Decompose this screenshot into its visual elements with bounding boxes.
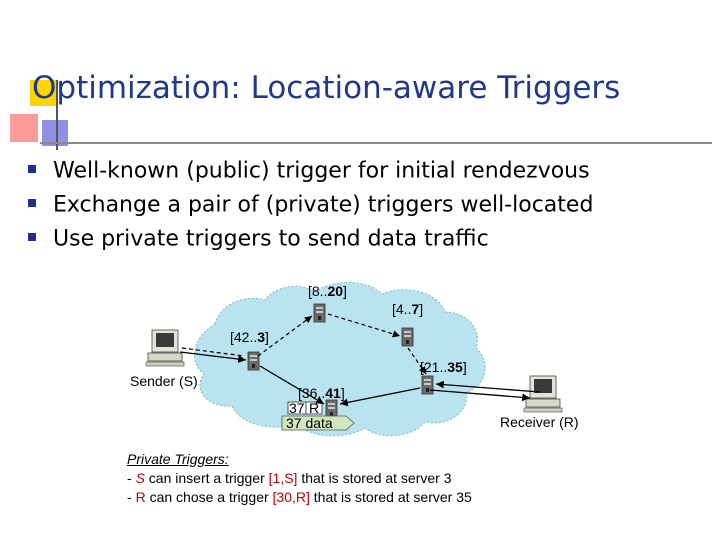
data-path-arrow: [429, 389, 531, 402]
trigger-box-right: [305, 401, 323, 415]
bullet-text: Exchange a pair of (private) triggers we…: [53, 192, 594, 218]
server-range-label: [42..3]: [230, 329, 269, 345]
receiver-label: Receiver (R): [500, 414, 579, 430]
actor-label: R: [135, 489, 146, 505]
slide-title: Optimization: Location-aware Triggers: [32, 70, 621, 106]
bullet-square-icon: [28, 233, 36, 241]
server-icon: [313, 303, 326, 323]
notes-heading: Private Triggers:: [127, 451, 229, 467]
title-decoration: [10, 80, 90, 160]
data-path-arrow: [339, 387, 421, 407]
bullet-item: Well-known (public) trigger for initial …: [28, 158, 590, 188]
bullet-square-icon: [28, 165, 36, 173]
packet-label: 37 data: [286, 415, 333, 431]
data-path-arrow: [259, 365, 325, 405]
sender-computer-icon: [145, 329, 185, 367]
actor-label: S: [135, 470, 145, 486]
server-range-label: [4..7]: [392, 301, 423, 317]
dashed-path: [181, 347, 245, 357]
server-range-label: [21..35]: [420, 359, 467, 375]
server-icon: [401, 327, 414, 347]
trigger-box-left-label: 37: [289, 400, 305, 416]
sender-label: Sender (S): [130, 373, 198, 389]
notes-line: - R can chose a trigger [30,R] that is s…: [127, 489, 472, 505]
dashed-path: [327, 313, 401, 338]
receiver-computer-icon: [523, 375, 563, 413]
data-packet-shape: [281, 415, 355, 431]
data-path-arrow: [435, 380, 541, 393]
bullet-item: Use private triggers to send data traffi…: [28, 226, 489, 256]
server-icon: [421, 375, 434, 395]
trigger-label: [1,S]: [268, 470, 298, 486]
network-diagram: Sender (S) Receiver (R) [8..20] [4..7] […: [130, 281, 579, 437]
notes-line: - S can insert a trigger [1,S] that is s…: [127, 470, 452, 486]
cloud-shape: [193, 281, 486, 437]
trigger-label: [30,R]: [272, 489, 310, 505]
data-path-arrow: [179, 351, 247, 363]
title-divider: [40, 142, 712, 144]
bullet-square-icon: [28, 199, 36, 207]
server-icon: [247, 351, 260, 371]
bullet-text: Use private triggers to send data traffi…: [53, 226, 489, 252]
bullet-item: Exchange a pair of (private) triggers we…: [28, 192, 593, 222]
trigger-box-right-label: R: [309, 400, 319, 416]
server-range-label: [8..20]: [308, 283, 347, 299]
dashed-path: [407, 347, 427, 375]
private-triggers-notes: Private Triggers: - S can insert a trigg…: [127, 450, 472, 507]
dashed-path: [257, 315, 313, 357]
bullet-text: Well-known (public) trigger for initial …: [53, 158, 590, 184]
